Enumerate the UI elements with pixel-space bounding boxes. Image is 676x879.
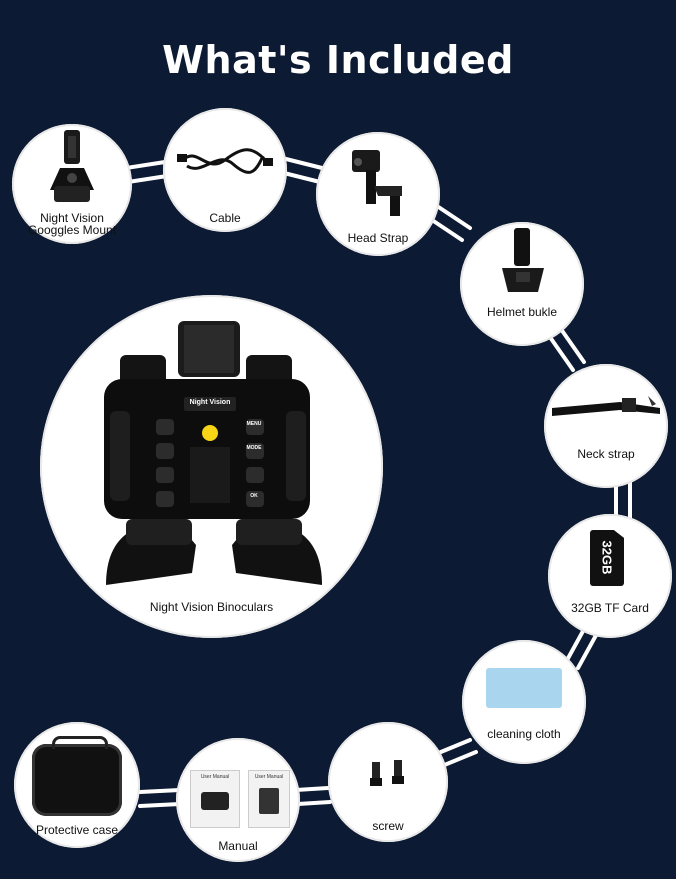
manual-figure-icon — [259, 788, 279, 814]
helmet-item: Helmet bukle — [460, 222, 584, 346]
cable-icon — [177, 148, 273, 174]
tf-card-text: 32GB — [599, 540, 615, 575]
page-title: What's Included — [162, 38, 514, 82]
case-item: Protective case — [14, 722, 140, 848]
binoculars-icon — [104, 321, 322, 585]
manual-page-1-title: User Manual — [200, 774, 230, 780]
mount-label-2: Googgles Mount — [27, 223, 117, 237]
screw-label: screw — [372, 819, 404, 833]
manual-page-1: User Manual — [190, 770, 240, 828]
menu-button-label: MENU — [246, 421, 262, 427]
tf-card-label: 32GB TF Card — [571, 601, 649, 615]
case-label: Protective case — [35, 823, 119, 837]
cloth-item: cleaning cloth — [462, 640, 586, 764]
neck-strap-icon — [552, 396, 660, 416]
binoculars-item: Night Vision MENU MODE OK Night Vision B… — [40, 295, 383, 638]
mount-label-1: Night Vision — [40, 211, 104, 225]
helmet-label: Helmet bukle — [486, 305, 558, 319]
head-strap-label: Head Strap — [347, 231, 409, 245]
manual-item: User Manual User Manual Manual — [176, 738, 300, 862]
binoculars-brand: Night Vision — [189, 399, 231, 406]
mount-item: Night Vision Googgles Mount — [12, 124, 132, 244]
protective-case-icon — [32, 744, 122, 816]
screw-item: screw — [328, 722, 448, 842]
head-strap-item: Head Strap — [316, 132, 440, 256]
binoculars-thumb-icon — [201, 792, 229, 810]
manual-label: Manual — [218, 839, 258, 853]
head-strap-icon — [352, 150, 402, 216]
cable-label: Cable — [209, 211, 241, 225]
cloth-label: cleaning cloth — [487, 727, 561, 741]
helmet-buckle-icon — [502, 228, 544, 292]
tf-card-item: 32GB 32GB TF Card — [548, 514, 672, 638]
cleaning-cloth-icon — [486, 668, 562, 708]
ok-button-label: OK — [250, 493, 258, 499]
manual-page-2: User Manual — [248, 770, 290, 828]
neck-strap-item: Neck strap — [544, 364, 668, 488]
manual-page-2-title: User Manual — [254, 774, 284, 780]
goggle-mount-icon — [50, 130, 94, 202]
mode-button-label: MODE — [246, 445, 262, 451]
cable-item: Cable — [163, 108, 287, 232]
tf-card-icon: 32GB — [590, 530, 624, 586]
screw-icon — [370, 760, 404, 786]
binoculars-label: Night Vision Binoculars — [149, 600, 274, 614]
case-handle — [52, 736, 108, 749]
neck-strap-label: Neck strap — [577, 447, 635, 461]
